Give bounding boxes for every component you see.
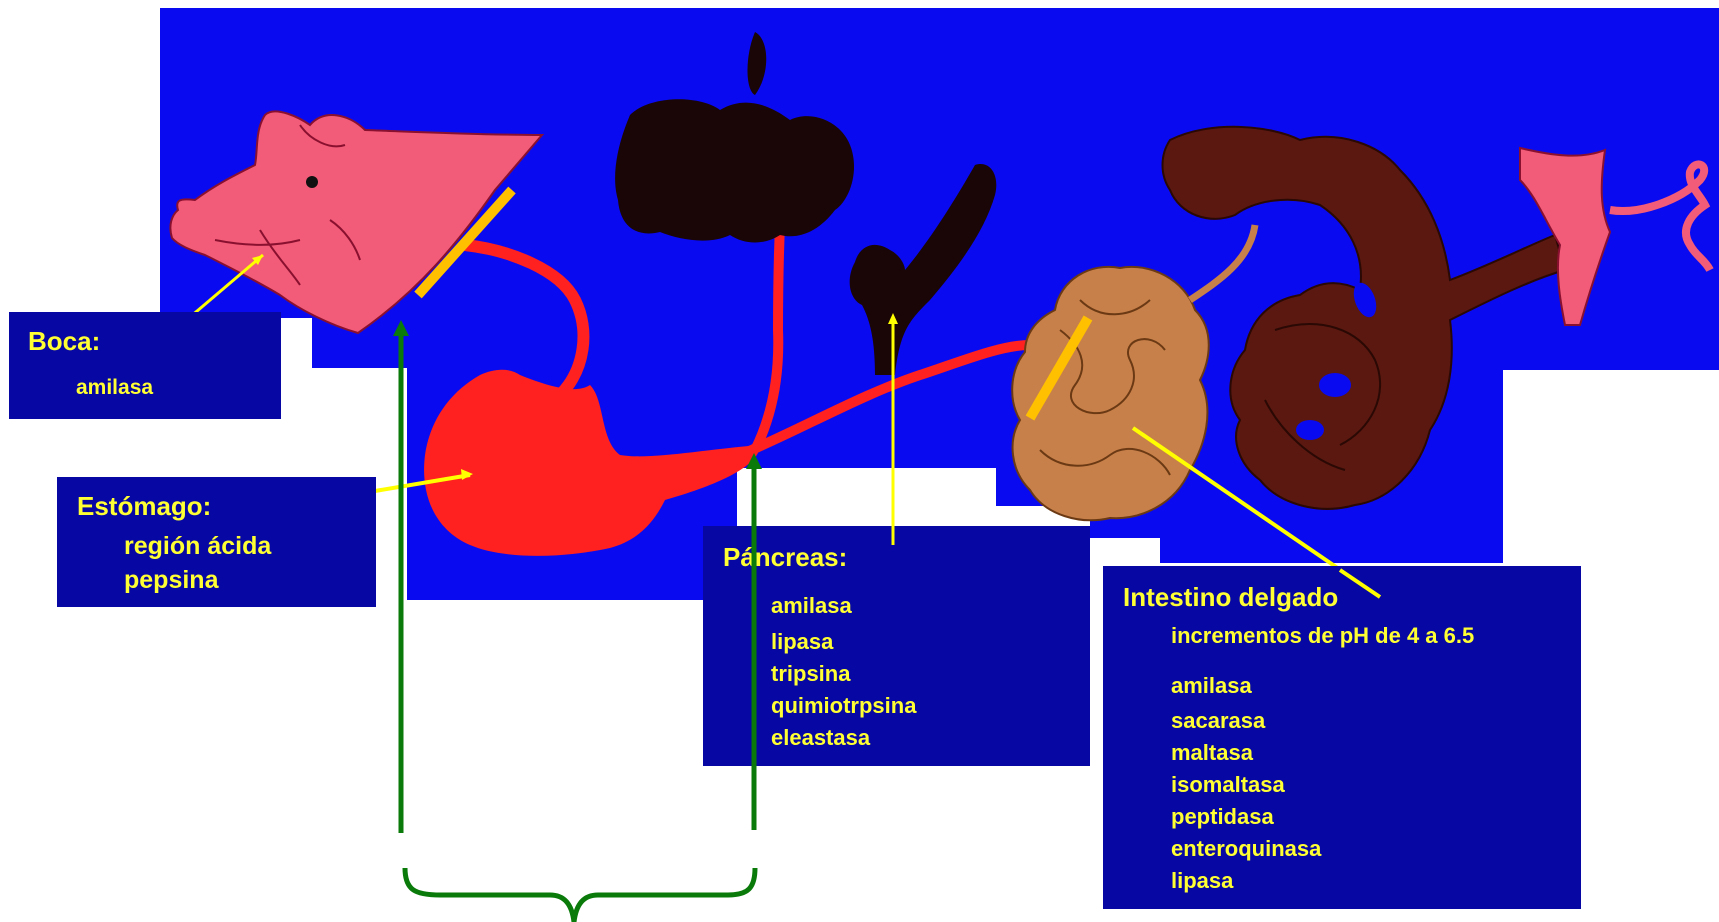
label-pancreas-item: eleastasa	[771, 725, 870, 751]
label-intestino-item: amilasa	[1171, 673, 1252, 699]
label-estomago-item: pepsina	[124, 566, 218, 595]
label-intestino-item: enteroquinasa	[1171, 836, 1321, 862]
label-intestino-item: lipasa	[1171, 868, 1233, 894]
label-intestino-title: Intestino delgado	[1123, 582, 1338, 613]
label-intestino-item: maltasa	[1171, 740, 1253, 766]
label-intestino: Intestino delgado incrementos de pH de 4…	[1103, 566, 1581, 909]
label-boca: Boca: amilasa	[9, 312, 281, 419]
label-intestino-item: sacarasa	[1171, 708, 1265, 734]
label-pancreas-item: quimiotrpsina	[771, 693, 916, 719]
label-pancreas-item: amilasa	[771, 593, 852, 619]
label-boca-title: Boca:	[28, 326, 100, 357]
label-boca-item: amilasa	[76, 376, 153, 400]
intestine-gap-3	[1296, 420, 1324, 440]
label-pancreas-item: lipasa	[771, 629, 833, 655]
label-estomago: Estómago: región ácida pepsina	[57, 477, 376, 607]
label-intestino-item: peptidasa	[1171, 804, 1274, 830]
label-pancreas-item: tripsina	[771, 661, 850, 687]
green-brace	[405, 868, 755, 922]
pig-eye	[306, 176, 318, 188]
intestine-gap-2	[1319, 373, 1351, 397]
label-pancreas: Páncreas: amilasa lipasa tripsina quimio…	[703, 526, 1090, 766]
label-estomago-item: región ácida	[124, 532, 271, 561]
label-pancreas-title: Páncreas:	[723, 542, 847, 573]
label-intestino-item: incrementos de pH de 4 a 6.5	[1171, 623, 1474, 649]
label-estomago-title: Estómago:	[77, 491, 211, 522]
label-intestino-item: isomaltasa	[1171, 772, 1285, 798]
